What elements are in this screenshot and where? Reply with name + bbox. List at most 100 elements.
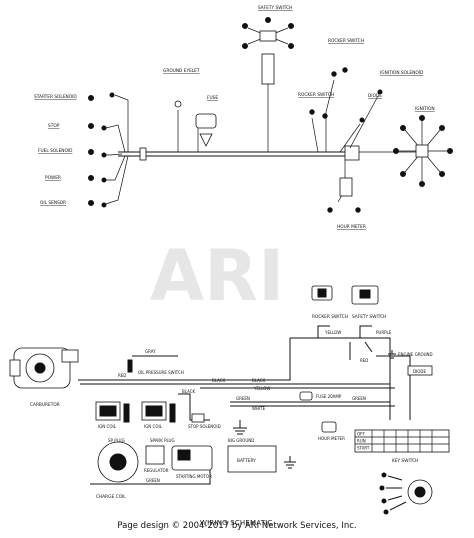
harness-connector-right (344, 145, 360, 161)
wire-purple (376, 355, 411, 420)
branch-ignition-solenoid (349, 95, 379, 149)
stop-connectors (88, 123, 107, 131)
label-stop: STOP (48, 123, 60, 129)
hour-meter-terminals (327, 207, 361, 213)
oil-sensor-connectors (88, 200, 107, 208)
safety-switch-plunger (359, 289, 371, 299)
label-ignition: IGNITION (415, 106, 435, 112)
ignition-coil-1 (95, 401, 121, 421)
label-white: WHITE (252, 406, 266, 411)
wire-green-white (230, 401, 395, 407)
diode-box (407, 365, 433, 376)
label-green-3: GREEN (146, 478, 160, 483)
branch-diode (339, 123, 361, 153)
watermark: ARI (150, 235, 284, 317)
label-stop-solenoid: STOP SOLENOID (188, 424, 221, 429)
branch-rocker-1 (325, 79, 335, 152)
label-battery: BATTERY (237, 458, 256, 464)
label-black-3: BLACK (182, 389, 196, 394)
fuel-solenoid-connectors (88, 149, 107, 158)
ground-symbol (233, 420, 247, 435)
label-oil-pressure-switch: OIL PRESSURE SWITCH (138, 370, 184, 375)
label-fuse: FUSE (207, 95, 218, 101)
label-purple: PURPLE (376, 330, 392, 335)
label-carburetor: CARBURETOR (30, 402, 60, 408)
wire-safety-contacts (349, 341, 373, 360)
harness-clamp (139, 147, 147, 161)
label-ign-coil-2: IGN COIL (144, 424, 163, 429)
hour-meter-icon (321, 421, 337, 433)
diagram-title: WIRING SCHEMATIC (200, 519, 273, 527)
stop-solenoid-icon (191, 413, 205, 423)
label-ground-eyelet: GROUND EYELET (163, 68, 200, 74)
ignition-switch-body (415, 144, 429, 158)
label-safety-switch: SAFETY SWITCH (258, 5, 292, 11)
label-engine-ground: ENGINE GROUND (398, 352, 433, 357)
label-black-1: BLACK (212, 378, 226, 383)
engine-ground-symbol (388, 350, 396, 359)
label-red: RED (360, 358, 368, 363)
rocker-switch-1-terminals (331, 67, 348, 77)
safety-plug (261, 53, 275, 85)
label-yellow: YELLOW (324, 330, 341, 335)
label-ignition-solenoid: IGNITION SOLENOID (380, 70, 424, 76)
power-connectors (88, 175, 107, 183)
label-yellow-2: YELLOW (253, 386, 270, 391)
key-row-off: OFF (357, 432, 365, 437)
label-rocker-switch-1: ROCKER SWITCH (328, 38, 364, 44)
fuse-splitter (199, 133, 213, 147)
label-power: POWER (45, 175, 61, 181)
key-switch-icon (379, 472, 433, 515)
label-regulator: REGULATOR (144, 468, 169, 473)
safety-switch-body (259, 30, 277, 42)
key-row-run: RUN (357, 439, 366, 444)
label-diode: DIODE (368, 93, 382, 99)
ignition-terminals (393, 115, 453, 187)
fuse-holder (195, 113, 217, 129)
label-hour-meter: HOUR METER (337, 224, 366, 230)
label-green-1: GREEN (236, 396, 250, 401)
label-charge-coil: CHARGE COIL (96, 494, 126, 500)
key-switch-table (354, 429, 450, 453)
branch-oil (105, 155, 129, 205)
wiring-harness: STARTER SOLENOID STOP FUEL SOLENOID POWE… (34, 5, 453, 230)
wire-upper-loop (289, 337, 391, 420)
label-ground: BIG GROUND (228, 438, 254, 443)
label-oil-sensor: OIL SENSOR (40, 200, 66, 206)
label-fuel-solenoid: FUEL SOLENOID (38, 148, 73, 154)
label-black-2: BLACK (252, 378, 266, 383)
diode-terminal (359, 117, 365, 123)
battery-ground-symbol (284, 456, 296, 469)
ignition-solenoid-terminal (377, 89, 383, 95)
carburetor-icon (9, 347, 79, 389)
fuse-20amp-icon (299, 391, 313, 401)
wire-green-bottom (90, 470, 211, 485)
rocker-switch-2-terminals (309, 109, 328, 119)
branch-fuel (106, 153, 123, 156)
label-starter-solenoid: STARTER SOLENOID (34, 94, 77, 100)
branch-rocker-2 (311, 117, 319, 153)
wire-switch-drops (317, 325, 372, 338)
label-hour-meter-schem: HOUR METER (318, 436, 345, 441)
oil-pressure-switch (127, 359, 133, 373)
key-row-start: START (357, 446, 370, 451)
spark-plug-1 (123, 403, 130, 423)
label-sp-plug: SP PLUG (108, 438, 125, 443)
label-gray: GRAY (145, 349, 156, 354)
label-spark-plug: SPARK PLUG (150, 438, 175, 443)
label-starting-motor: STARTING MOTOR (176, 474, 212, 479)
safety-switch-terminals (242, 17, 294, 49)
label-key-switch: KEY SWITCH (392, 458, 418, 464)
regulator (145, 445, 165, 465)
starter-solenoid-connectors (88, 92, 115, 101)
battery (227, 445, 277, 473)
spark-plug-2 (169, 403, 176, 423)
electrical-schematic: ROCKER SWITCH SAFETY SWITCH PURPLE YELLO… (9, 285, 450, 515)
ignition-coil-2 (141, 401, 167, 421)
label-diode-box: DIODE (413, 369, 426, 374)
ground-eyelet (174, 100, 182, 108)
wire-red-run (78, 370, 291, 381)
hour-meter-plug (339, 177, 353, 197)
